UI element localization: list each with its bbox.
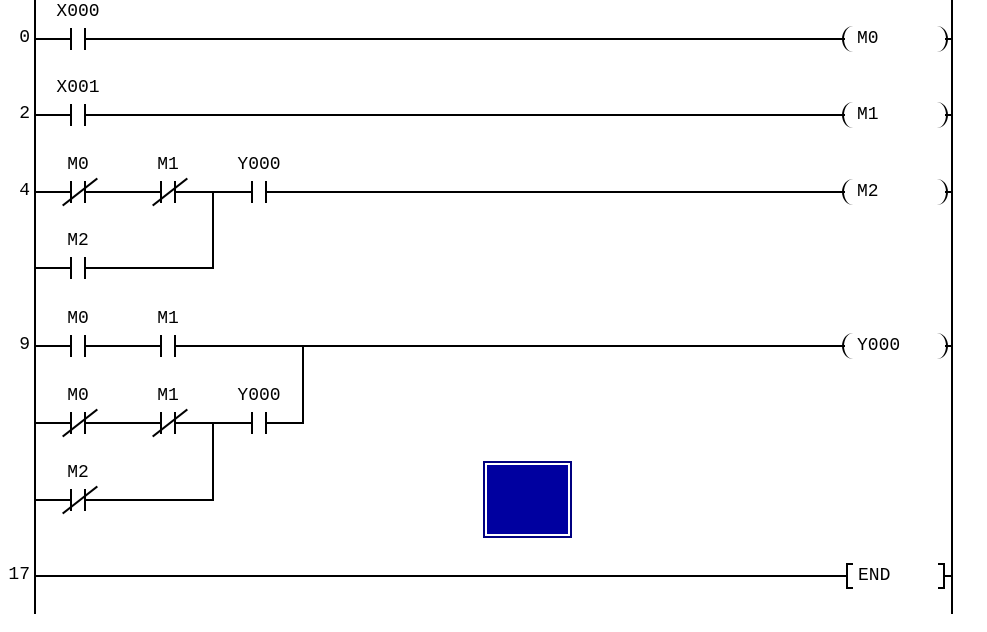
right-power-rail: [951, 0, 953, 614]
contact-label: Y000: [237, 386, 281, 406]
contact-y000[interactable]: [251, 412, 267, 434]
contact-label: M2: [67, 463, 89, 483]
branch-vertical: [302, 345, 304, 424]
coil-rail-tick: [945, 38, 951, 40]
contact-y000[interactable]: [251, 181, 267, 203]
coil-open-paren: [842, 102, 853, 128]
contact-nc-m2[interactable]: [62, 485, 98, 515]
contact-label: X000: [56, 2, 100, 22]
step-number: 9: [19, 335, 30, 355]
instruction-rail-tick: [945, 575, 951, 577]
branch-line: [34, 267, 214, 269]
rung-line: [34, 38, 845, 40]
coil-label[interactable]: M2: [857, 182, 879, 202]
contact-nc-m1[interactable]: [152, 408, 188, 438]
coil-open-paren: [842, 179, 853, 205]
coil-rail-tick: [945, 114, 951, 116]
edit-cursor[interactable]: [483, 461, 572, 538]
coil-label[interactable]: Y000: [857, 336, 901, 356]
step-number: 4: [19, 181, 30, 201]
contact-nc-m1[interactable]: [152, 177, 188, 207]
rung-line: [34, 191, 845, 193]
contact-label: M1: [157, 309, 179, 329]
instruction-close-bracket: [938, 563, 945, 589]
instruction-open-bracket: [846, 563, 853, 589]
coil-label[interactable]: M1: [857, 105, 879, 125]
branch-vertical: [212, 191, 214, 269]
contact-m1[interactable]: [160, 335, 176, 357]
step-number: 2: [19, 104, 30, 124]
coil-label[interactable]: M0: [857, 29, 879, 49]
contact-label: M2: [67, 231, 89, 251]
step-number: 0: [19, 28, 30, 48]
left-power-rail: [34, 0, 36, 614]
rung-line: [34, 575, 846, 577]
branch-line: [34, 499, 214, 501]
branch-vertical: [212, 422, 214, 501]
contact-nc-m0[interactable]: [62, 177, 98, 207]
contact-label: M1: [157, 155, 179, 175]
edit-cursor-fill: [487, 465, 568, 534]
contact-label: M0: [67, 155, 89, 175]
step-number: 17: [8, 565, 30, 585]
rung-line: [34, 345, 845, 347]
rung-line: [34, 114, 845, 116]
contact-label: M0: [67, 386, 89, 406]
contact-label: Y000: [237, 155, 281, 175]
contact-m2[interactable]: [70, 257, 86, 279]
coil-rail-tick: [945, 191, 951, 193]
coil-rail-tick: [945, 345, 951, 347]
contact-label: X001: [56, 78, 100, 98]
contact-x000[interactable]: [70, 28, 86, 50]
contact-x001[interactable]: [70, 104, 86, 126]
contact-nc-m0[interactable]: [62, 408, 98, 438]
end-instruction[interactable]: END: [858, 566, 891, 586]
contact-label: M1: [157, 386, 179, 406]
coil-open-paren: [842, 333, 853, 359]
contact-label: M0: [67, 309, 89, 329]
contact-m0[interactable]: [70, 335, 86, 357]
coil-open-paren: [842, 26, 853, 52]
